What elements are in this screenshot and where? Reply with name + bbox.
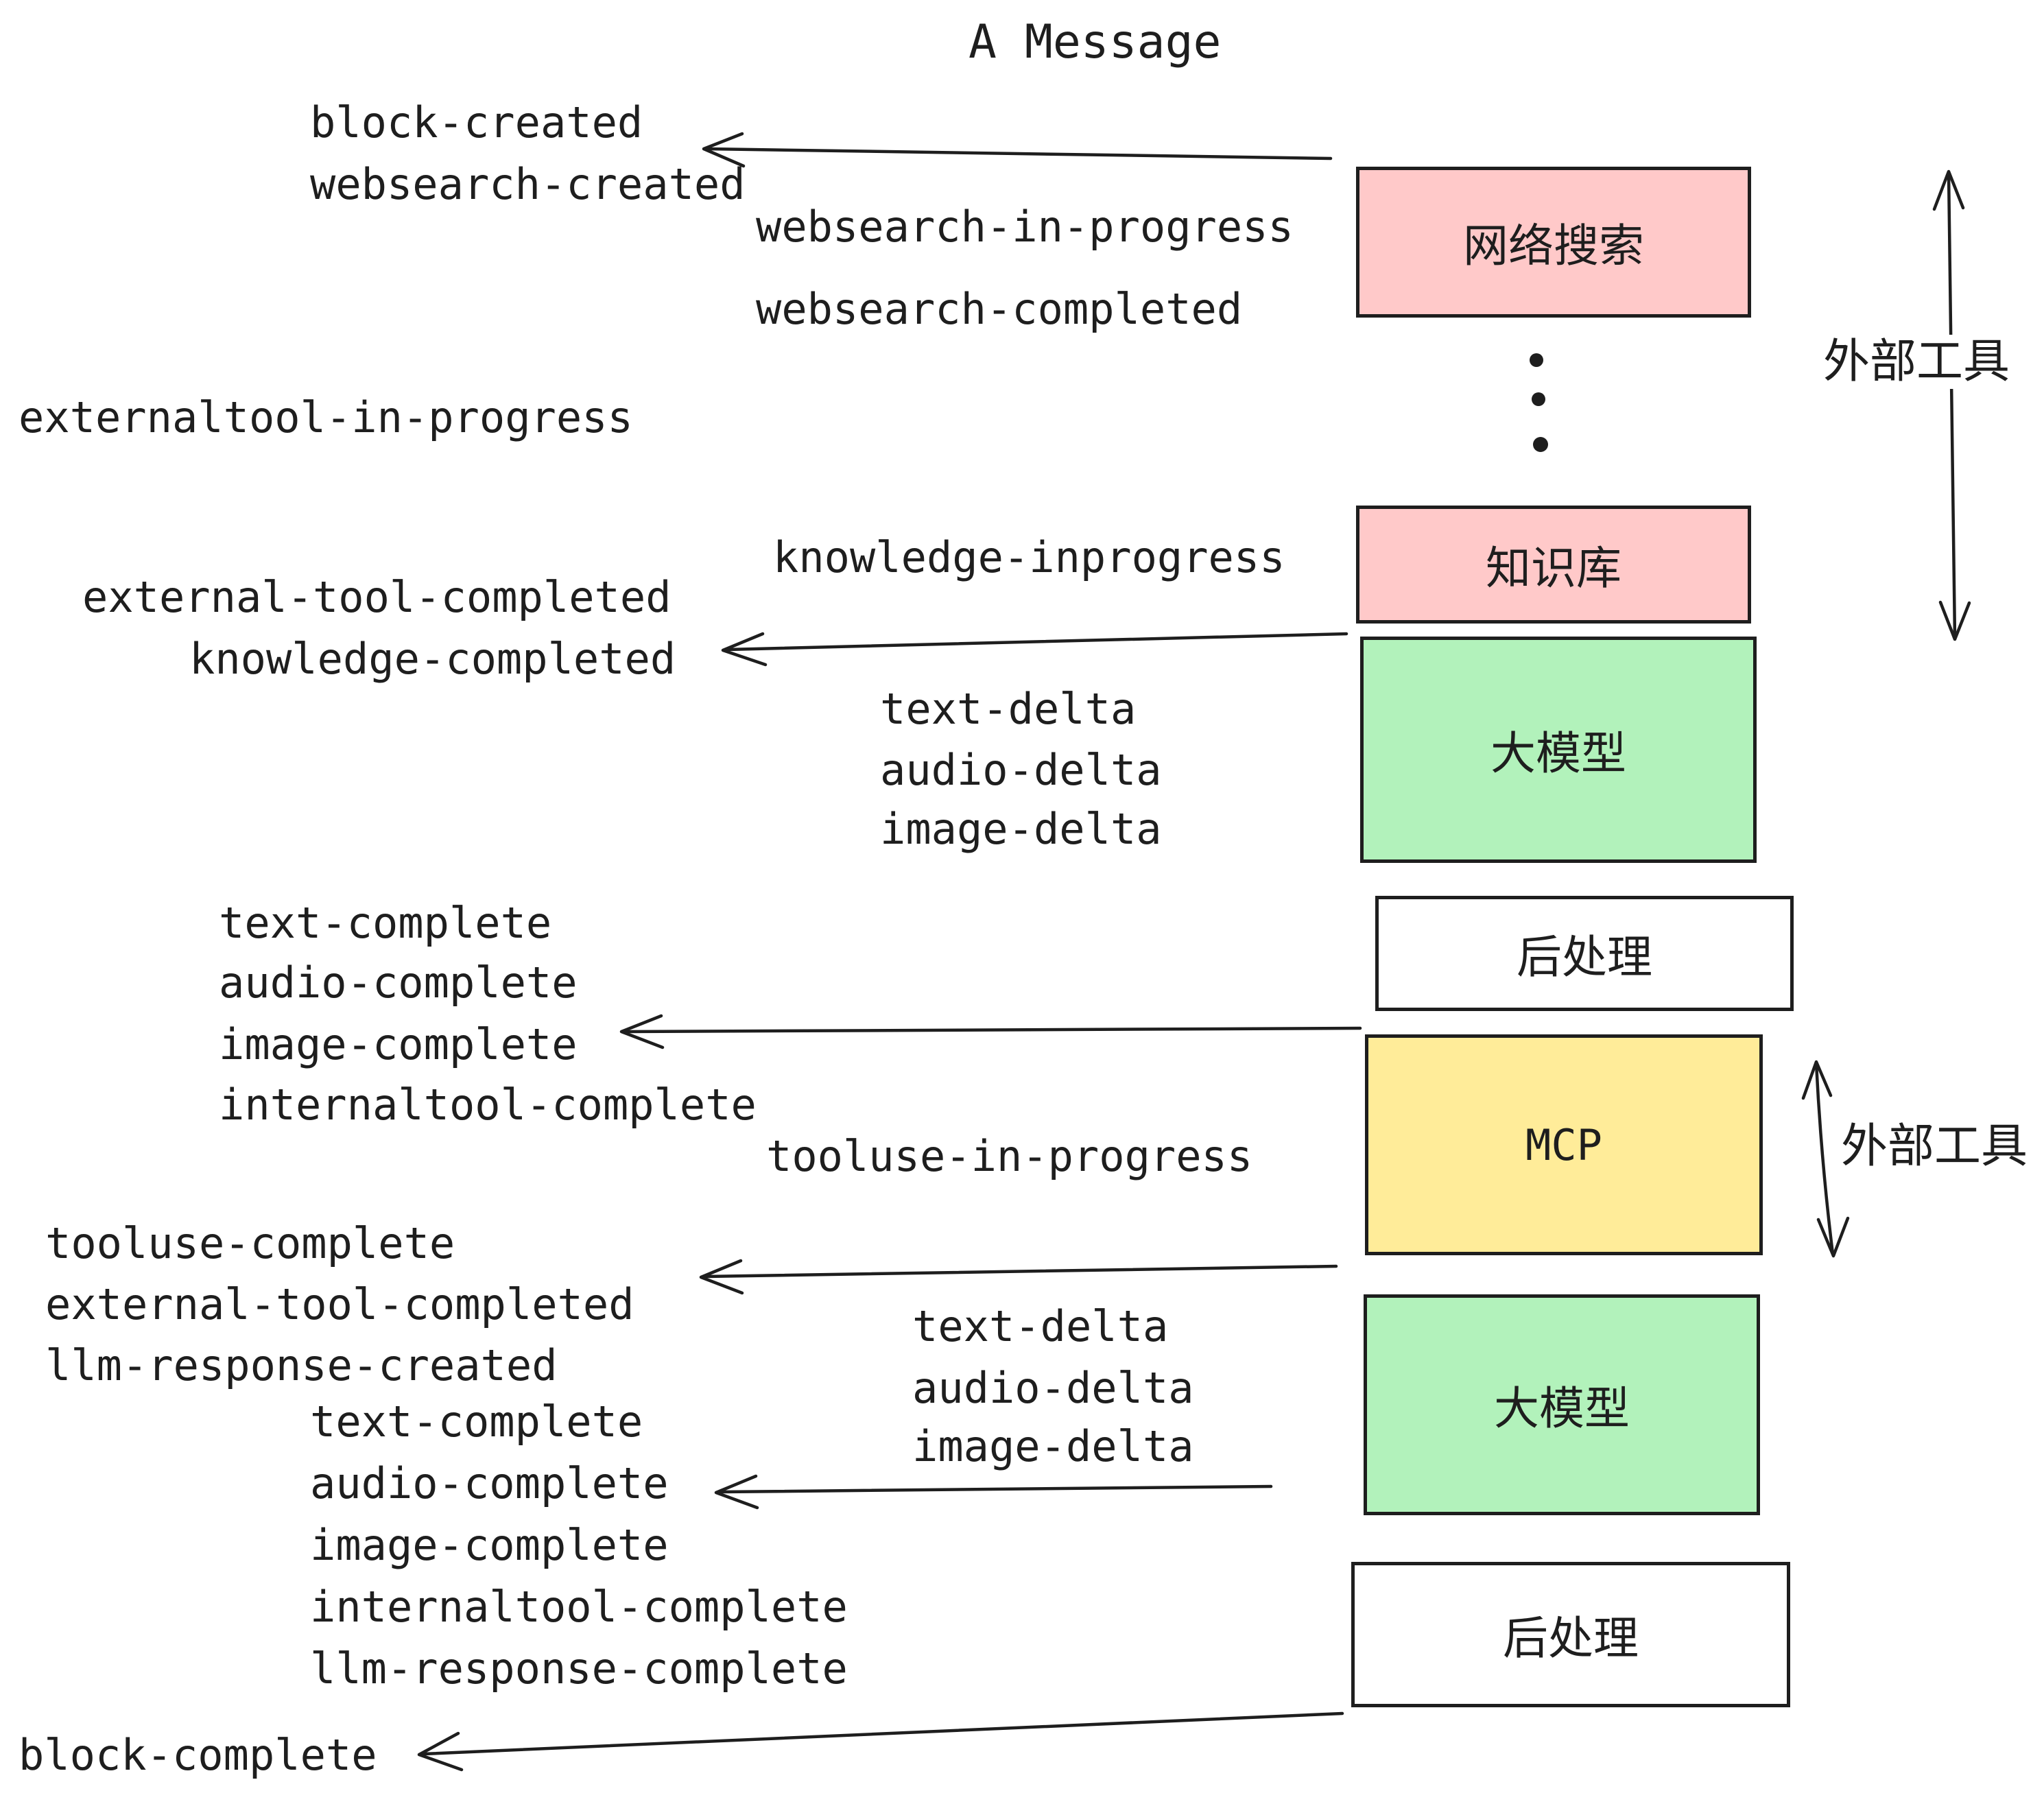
event-text-delta: text-delta (880, 684, 1137, 734)
side-label-external-tools-mcp: 外部工具 (1841, 1119, 2028, 1174)
event-tooluse-in-progress: tooluse-in-progress (766, 1131, 1253, 1181)
arrow-knowledge-completed (721, 632, 1348, 667)
event-llm-response-created: llm-response-created (45, 1340, 558, 1390)
event-externaltool-in-progress: externaltool-in-progress (19, 392, 633, 442)
arrow-block-complete (417, 1711, 1344, 1772)
double-arrow-external-tools-mcp (1801, 1060, 1850, 1258)
double-arrow-external-tools-top (1932, 169, 1971, 641)
node-websearch-label: 网络搜索 (1463, 219, 1644, 272)
diagram-title: A Message (968, 15, 1222, 69)
event-audio-delta: audio-delta (880, 745, 1162, 795)
event-external-tool-completed: external-tool-completed (82, 572, 672, 622)
event-image-complete: image-complete (219, 1019, 578, 1069)
node-websearch: 网络搜索 (1356, 167, 1751, 318)
node-mcp-label: MCP (1525, 1119, 1602, 1170)
node-post-2-label: 后处理 (1503, 1612, 1639, 1665)
event-knowledge-completed: knowledge-completed (189, 634, 676, 684)
event-audio-delta-2: audio-delta (912, 1363, 1194, 1413)
node-post-1-label: 后处理 (1517, 931, 1652, 984)
side-label-external-tools-top: 外部工具 (1822, 335, 2012, 390)
node-llm-2-label: 大模型 (1494, 1382, 1630, 1435)
event-image-delta-2: image-delta (912, 1421, 1194, 1471)
event-tooluse-complete: tooluse-complete (45, 1218, 455, 1268)
event-websearch-created: websearch-created (310, 159, 746, 209)
event-image-complete-2: image-complete (310, 1520, 669, 1570)
event-internaltool-complete: internaltool-complete (219, 1080, 757, 1130)
event-websearch-completed: websearch-completed (756, 284, 1243, 334)
node-llm-1-label: 大模型 (1490, 727, 1626, 780)
event-block-created: block-created (310, 97, 643, 147)
node-knowledge: 知识库 (1356, 506, 1751, 624)
node-mcp: MCP (1365, 1034, 1763, 1255)
event-text-complete-2: text-complete (310, 1397, 643, 1447)
arrow-internaltool-complete (619, 1014, 1362, 1049)
event-internaltool-complete-2: internaltool-complete (310, 1582, 848, 1632)
arrow-tooluse-complete (699, 1259, 1338, 1295)
node-knowledge-label: 知识库 (1486, 542, 1621, 595)
event-audio-complete-2: audio-complete (310, 1458, 669, 1508)
node-llm-1: 大模型 (1360, 637, 1757, 863)
event-text-complete: text-complete (219, 898, 552, 948)
node-post-1: 后处理 (1375, 896, 1794, 1011)
event-external-tool-completed-2: external-tool-completed (45, 1279, 634, 1329)
event-block-complete: block-complete (19, 1730, 377, 1780)
event-audio-complete: audio-complete (219, 958, 578, 1008)
ellipsis-dots (1530, 353, 1548, 452)
node-llm-2: 大模型 (1364, 1294, 1760, 1515)
arrow-audio-complete (714, 1474, 1273, 1510)
node-post-2: 后处理 (1351, 1562, 1790, 1707)
event-image-delta: image-delta (880, 804, 1162, 854)
event-knowledge-inprogress: knowledge-inprogress (773, 532, 1285, 582)
event-llm-response-complete: llm-response-complete (310, 1643, 848, 1694)
event-text-delta-2: text-delta (912, 1301, 1169, 1351)
arrow-block-created (702, 132, 1333, 168)
event-websearch-in-progress: websearch-in-progress (756, 202, 1294, 252)
